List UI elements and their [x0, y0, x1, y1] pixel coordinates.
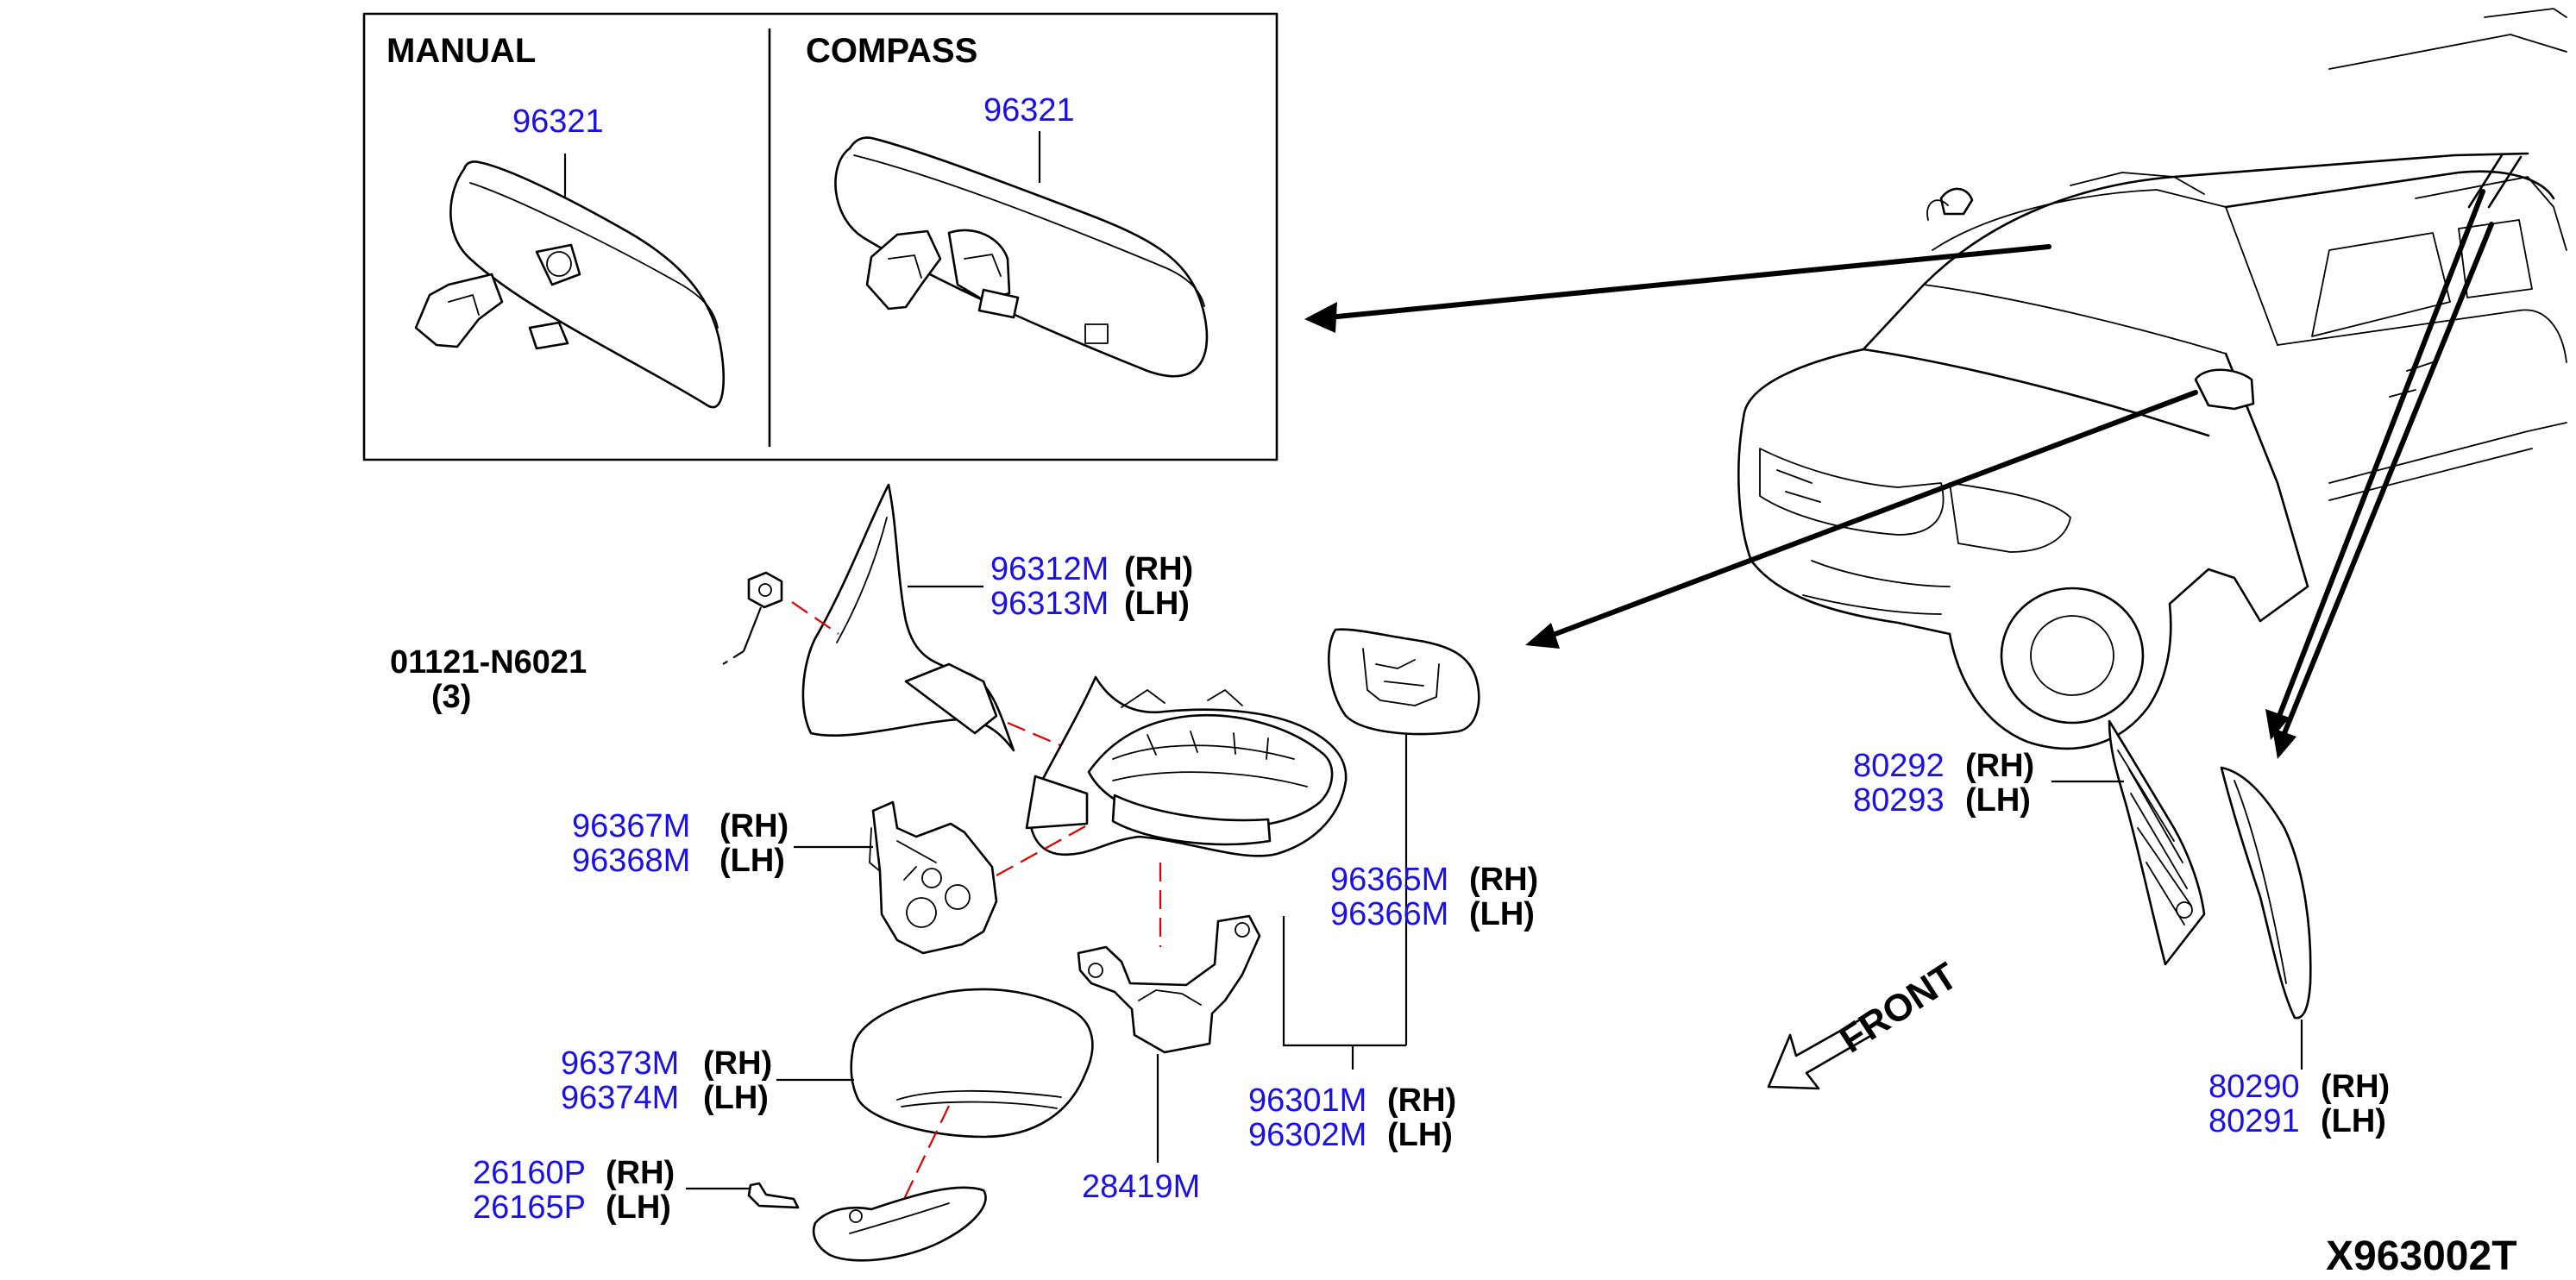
nut-part — [722, 571, 783, 665]
inner-mirror-manual — [414, 154, 725, 409]
part-number-96365m: 96365M — [1330, 862, 1448, 898]
part-number-26165p: 26165P — [473, 1189, 586, 1226]
turn-signal-lamp — [686, 1182, 987, 1262]
side-rh-80290: (RH) — [2321, 1069, 2390, 1105]
inner-mirror-compass — [834, 131, 1209, 378]
mirror-glass — [791, 483, 1103, 765]
part-number-96313m: 96313M — [990, 586, 1109, 622]
part-number-96302m: 96302M — [1248, 1117, 1367, 1153]
side-rh-96365m: (RH) — [1469, 862, 1538, 898]
part-number-96368m: 96368M — [572, 843, 690, 879]
assembly-leader — [1282, 916, 1406, 1047]
inset-box: MANUAL COMPASS 96321 96321 — [362, 12, 1279, 461]
mirror-actuator — [794, 800, 1086, 955]
side-lh-26165p: (LH) — [606, 1189, 671, 1226]
part-number-80292: 80292 — [1853, 748, 1945, 784]
arrowhead-outer-molding — [2272, 728, 2296, 759]
side-lh-80293: (LH) — [1965, 782, 2031, 819]
part-number-28419m: 28419M — [1082, 1169, 1200, 1205]
part-number-96367m: 96367M — [572, 808, 690, 844]
side-rh-96312m: (RH) — [1124, 551, 1193, 587]
side-lh-96302m: (LH) — [1387, 1117, 1453, 1153]
side-lh-96374m: (LH) — [703, 1080, 769, 1116]
side-rh-80292: (RH) — [1965, 748, 2034, 784]
mirror-cover — [776, 988, 1094, 1200]
front-label: FRONT — [1832, 955, 1965, 1062]
part-number-96312m: 96312M — [990, 551, 1109, 587]
mirror-bracket — [1077, 863, 1261, 1163]
part-number-96374m: 96374M — [561, 1080, 679, 1116]
side-lh-96366m: (LH) — [1469, 896, 1535, 932]
side-rh-96367m: (RH) — [719, 808, 789, 844]
manual-label: MANUAL — [386, 32, 536, 70]
part-number-80291: 80291 — [2208, 1103, 2300, 1139]
side-lh-80291: (LH) — [2321, 1103, 2386, 1139]
arrowhead-inner-molding — [2265, 709, 2290, 740]
nut-quantity: (3) — [431, 679, 471, 715]
arrow-to-mirror-assembly — [1546, 390, 2198, 639]
mirror-housing — [1328, 628, 1480, 1045]
outer-molding — [2220, 766, 2312, 1070]
part-number-80290: 80290 — [2208, 1069, 2300, 1105]
side-lh-96313m: (LH) — [1124, 586, 1190, 622]
part-number-96301m: 96301M — [1248, 1082, 1367, 1119]
part-number-96321-compass: 96321 — [983, 92, 1075, 129]
nut-part-number: 01121-N6021 — [390, 644, 587, 681]
diagram-code: X963002T — [2326, 1233, 2517, 1279]
side-rh-96373m: (RH) — [703, 1045, 772, 1082]
side-rh-26160p: (RH) — [606, 1155, 675, 1191]
arrowhead-inset — [1304, 302, 1337, 333]
arrow-to-inset — [1326, 244, 2051, 320]
part-number-96366m: 96366M — [1330, 896, 1448, 932]
arrow-to-inner-molding — [2277, 189, 2485, 718]
arrow-to-outer-molding-2 — [2282, 222, 2494, 736]
part-number-26160p: 26160P — [473, 1155, 586, 1191]
inset-frame — [362, 12, 1279, 461]
inner-molding — [2051, 719, 2206, 966]
vehicle-illustration — [1737, 8, 2567, 750]
part-number-80293: 80293 — [1853, 782, 1945, 819]
mirror-housing-assembly — [1025, 675, 1348, 857]
compass-label: COMPASS — [806, 32, 977, 70]
part-number-96373m: 96373M — [561, 1045, 679, 1082]
part-number-96321-manual: 96321 — [512, 104, 604, 140]
front-direction-indicator: FRONT — [1767, 955, 1965, 1090]
arrowhead-mirror — [1525, 623, 1560, 649]
side-rh-96301m: (RH) — [1387, 1082, 1456, 1119]
side-lh-96368m: (LH) — [719, 843, 785, 879]
